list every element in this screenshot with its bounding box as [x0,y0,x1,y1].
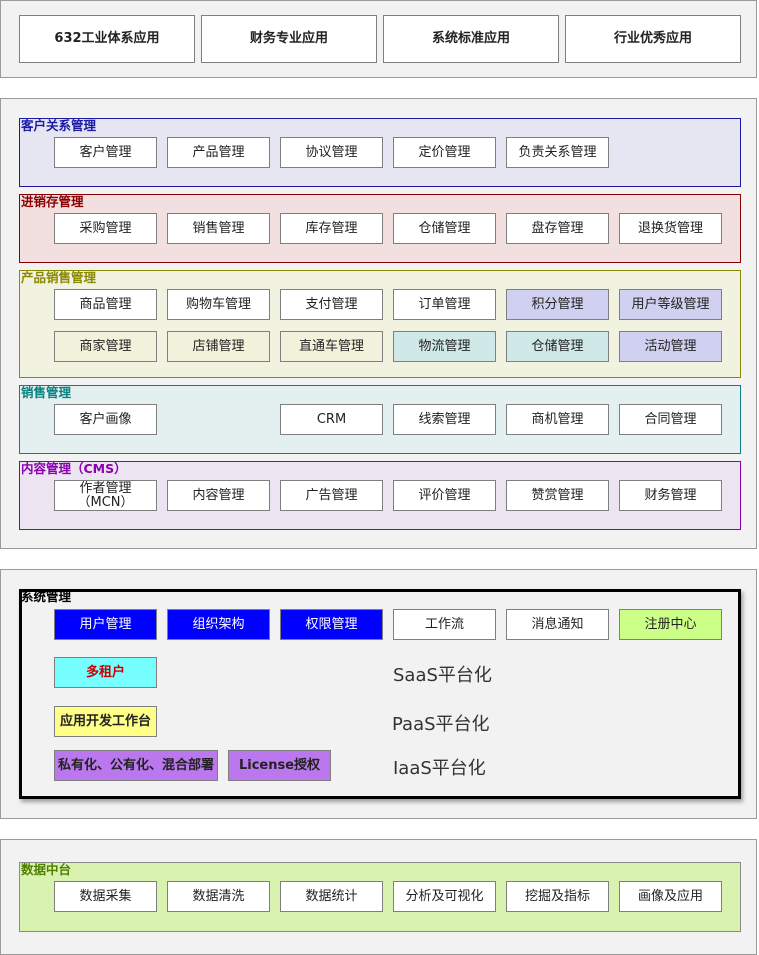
iaas-label: IaaS平台化 [393,758,486,779]
inventory-item-stock[interactable]: 库存管理 [280,213,383,244]
group-product-sales: 产品销售管理 商品管理 购物车管理 支付管理 订单管理 积分管理 用户等级管理 … [19,270,741,378]
ps-item-express[interactable]: 直通车管理 [280,331,383,362]
group-sales: 销售管理 客户画像 CRM 线索管理 商机管理 合同管理 [19,385,741,454]
paas-label: PaaS平台化 [392,714,490,735]
group-system: 系统管理 用户管理 组织架构 权限管理 工作流 消息通知 注册中心 多租户 Sa… [19,589,741,799]
sales-item-portrait[interactable]: 客户画像 [54,404,157,435]
ps-item-shop[interactable]: 店铺管理 [167,331,270,362]
cms-item-review[interactable]: 评价管理 [393,480,496,511]
sales-item-crm[interactable]: CRM [280,404,383,435]
inventory-item-stocktake[interactable]: 盘存管理 [506,213,609,244]
sys-item-notification[interactable]: 消息通知 [506,609,609,640]
group-data-platform-title: 数据中台 [21,862,72,877]
inventory-item-sales[interactable]: 销售管理 [167,213,270,244]
saas-label: SaaS平台化 [393,665,492,686]
group-crm-title: 客户关系管理 [21,118,97,133]
ps-item-cart[interactable]: 购物车管理 [167,289,270,320]
app-finance[interactable]: 财务专业应用 [201,15,377,63]
sys-item-license[interactable]: License授权 [228,750,331,781]
data-item-clean[interactable]: 数据清洗 [167,881,270,912]
group-system-title: 系统管理 [21,589,72,604]
app-632-industry[interactable]: 632工业体系应用 [19,15,195,63]
sys-item-workflow[interactable]: 工作流 [393,609,496,640]
ps-item-activity[interactable]: 活动管理 [619,331,722,362]
ps-item-logistics[interactable]: 物流管理 [393,331,496,362]
ps-item-merchant[interactable]: 商家管理 [54,331,157,362]
data-item-mining[interactable]: 挖掘及指标 [506,881,609,912]
inventory-item-returns[interactable]: 退换货管理 [619,213,722,244]
data-item-collect[interactable]: 数据采集 [54,881,157,912]
cms-item-author[interactable]: 作者管理 （MCN） [54,480,157,511]
crm-item-agreement[interactable]: 协议管理 [280,137,383,168]
applications-panel: 632工业体系应用 财务专业应用 系统标准应用 行业优秀应用 [0,0,757,78]
group-crm: 客户关系管理 客户管理 产品管理 协议管理 定价管理 负责关系管理 [19,118,741,187]
data-panel: 数据中台 数据采集 数据清洗 数据统计 分析及可视化 挖掘及指标 画像及应用 [0,839,757,955]
cms-item-reward[interactable]: 赞赏管理 [506,480,609,511]
sys-item-users[interactable]: 用户管理 [54,609,157,640]
ps-item-payment[interactable]: 支付管理 [280,289,383,320]
system-panel: 系统管理 用户管理 组织架构 权限管理 工作流 消息通知 注册中心 多租户 Sa… [0,569,757,819]
group-cms: 内容管理（CMS） 作者管理 （MCN） 内容管理 广告管理 评价管理 赞赏管理… [19,461,741,530]
cms-item-finance[interactable]: 财务管理 [619,480,722,511]
crm-item-product[interactable]: 产品管理 [167,137,270,168]
sys-item-app-workbench[interactable]: 应用开发工作台 [54,706,157,737]
sales-item-opportunity[interactable]: 商机管理 [506,404,609,435]
inventory-item-purchase[interactable]: 采购管理 [54,213,157,244]
ps-item-user-level[interactable]: 用户等级管理 [619,289,722,320]
group-product-sales-title: 产品销售管理 [21,270,97,285]
sys-item-registry[interactable]: 注册中心 [619,609,722,640]
group-sales-title: 销售管理 [21,385,72,400]
group-data-platform: 数据中台 数据采集 数据清洗 数据统计 分析及可视化 挖掘及指标 画像及应用 [19,862,741,932]
crm-item-pricing[interactable]: 定价管理 [393,137,496,168]
sales-item-contract[interactable]: 合同管理 [619,404,722,435]
sys-item-multi-tenant[interactable]: 多租户 [54,657,157,688]
cms-item-content[interactable]: 内容管理 [167,480,270,511]
group-cms-title: 内容管理（CMS） [21,461,127,476]
ps-item-order[interactable]: 订单管理 [393,289,496,320]
ps-item-storage[interactable]: 仓储管理 [506,331,609,362]
data-item-portrait[interactable]: 画像及应用 [619,881,722,912]
group-inventory: 进销存管理 采购管理 销售管理 库存管理 仓储管理 盘存管理 退换货管理 [19,194,741,263]
crm-item-customer[interactable]: 客户管理 [54,137,157,168]
ps-item-points[interactable]: 积分管理 [506,289,609,320]
sys-item-org[interactable]: 组织架构 [167,609,270,640]
ps-item-goods[interactable]: 商品管理 [54,289,157,320]
data-item-stats[interactable]: 数据统计 [280,881,383,912]
group-inventory-title: 进销存管理 [21,194,84,209]
cms-item-ads[interactable]: 广告管理 [280,480,383,511]
data-item-visualize[interactable]: 分析及可视化 [393,881,496,912]
sys-item-deployment[interactable]: 私有化、公有化、混合部署 [54,750,218,781]
app-system-standard[interactable]: 系统标准应用 [383,15,559,63]
inventory-item-warehouse[interactable]: 仓储管理 [393,213,496,244]
business-panel: 客户关系管理 客户管理 产品管理 协议管理 定价管理 负责关系管理 进销存管理 … [0,98,757,549]
crm-item-relationship[interactable]: 负责关系管理 [506,137,609,168]
sys-item-permissions[interactable]: 权限管理 [280,609,383,640]
sales-item-leads[interactable]: 线索管理 [393,404,496,435]
app-industry-excellent[interactable]: 行业优秀应用 [565,15,741,63]
